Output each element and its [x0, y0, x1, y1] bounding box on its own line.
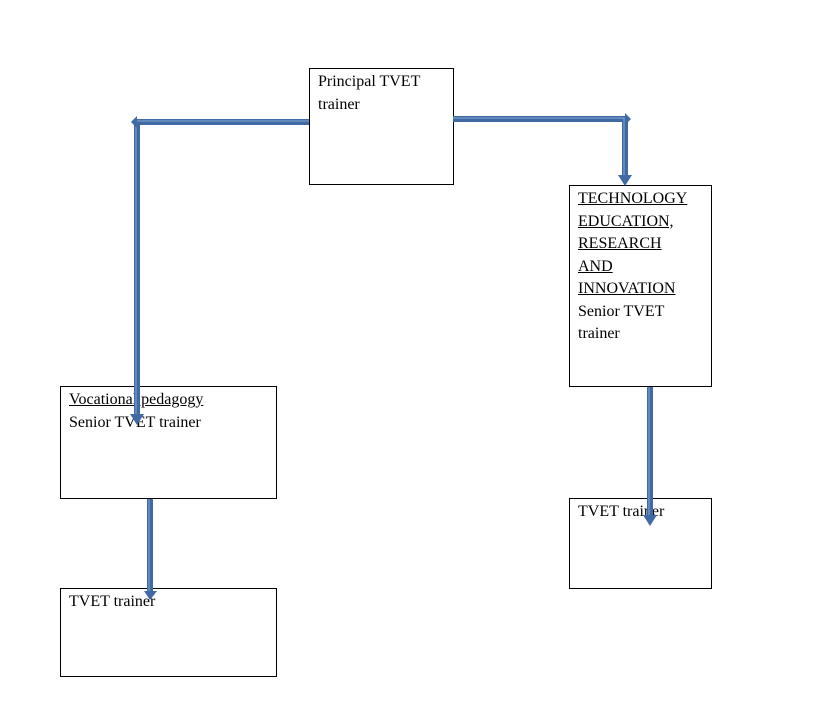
node-role-line: trainer — [578, 325, 620, 342]
node-title-line: AND — [578, 257, 613, 275]
node-role-line: TVET trainer — [578, 503, 665, 520]
node-tvet-trainer-left: TVET trainer — [60, 588, 277, 677]
node-role-line: TVET trainer — [69, 593, 156, 610]
node-tvet-trainer-right: TVET trainer — [569, 498, 712, 589]
arrow-principal-to-tech — [453, 113, 632, 186]
node-role-line: Senior TVET trainer — [69, 413, 201, 431]
node-vocational-pedagogy: Vocational pedagogy Senior TVET trainer — [60, 386, 277, 499]
node-role-line: Principal TVET — [318, 73, 421, 90]
node-title-line: TECHNOLOGY — [578, 190, 688, 207]
node-role-line: trainer — [318, 95, 360, 113]
node-principal-tvet-trainer: Principal TVET trainer — [309, 68, 454, 185]
node-title-line: Vocational pedagogy — [69, 391, 204, 408]
arrowhead-right-icon — [625, 113, 631, 125]
arrow-principal-to-vocational — [130, 116, 309, 425]
node-title-line: EDUCATION, — [578, 212, 674, 230]
node-technology-education-research-innovation: TECHNOLOGY EDUCATION, RESEARCH AND INNOV… — [569, 185, 712, 387]
node-role-line: Senior TVET — [578, 302, 665, 320]
node-title-line: INNOVATION — [578, 280, 676, 297]
node-title-line: RESEARCH — [578, 235, 662, 252]
arrow-vocational-to-tvet-left — [144, 499, 157, 600]
arrowhead-left-icon — [131, 116, 137, 128]
